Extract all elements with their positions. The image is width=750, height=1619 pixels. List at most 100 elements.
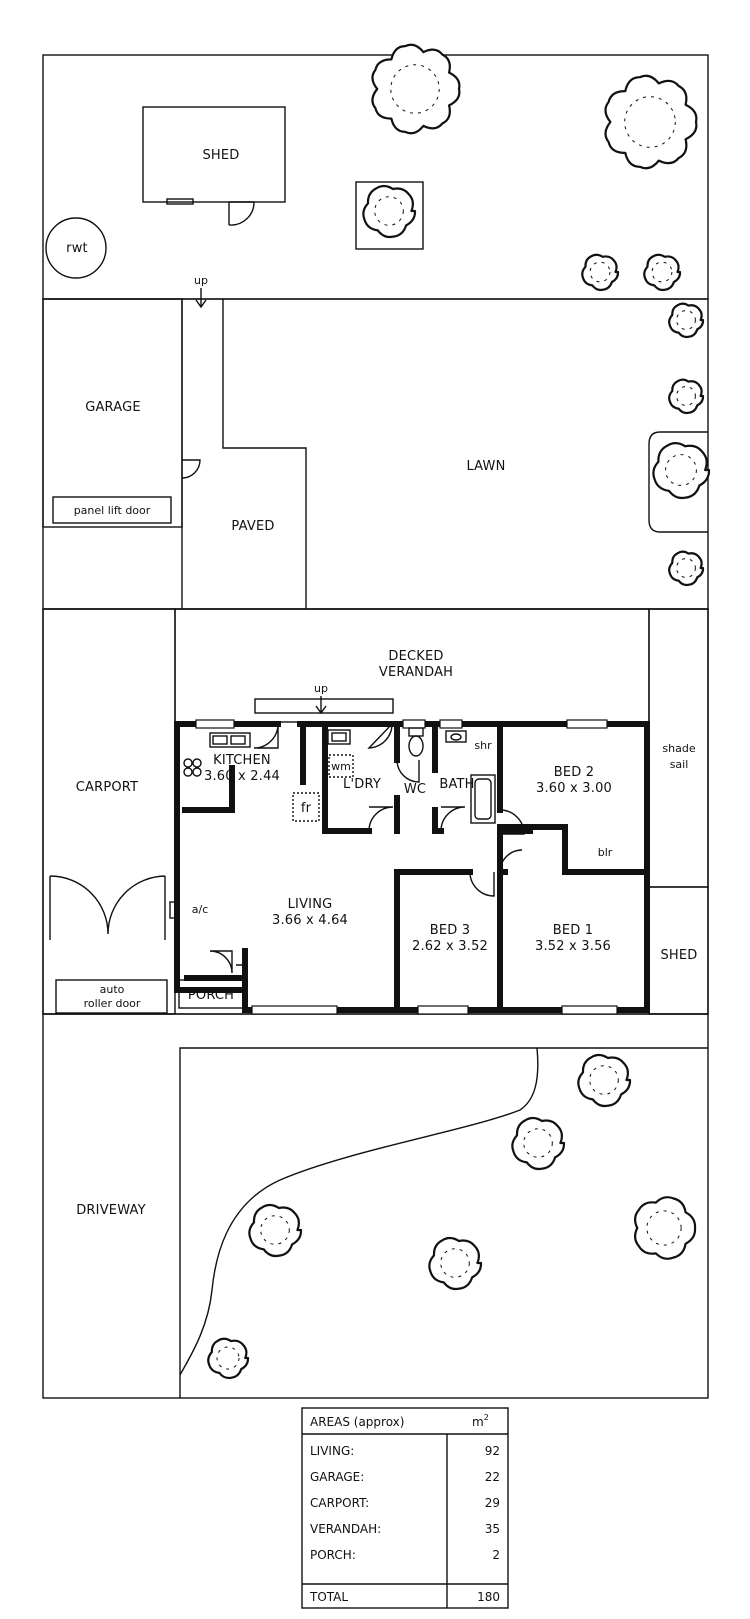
- area-row-value: 22: [485, 1470, 500, 1484]
- side-shed: SHED: [648, 886, 709, 1015]
- tree: [581, 253, 620, 292]
- garage-label: GARAGE: [85, 400, 141, 415]
- areas-unit: m2: [472, 1413, 489, 1429]
- tree: [428, 1236, 483, 1291]
- area-row-label: LIVING:: [310, 1444, 354, 1458]
- auto-roller-door-line1: auto: [100, 983, 125, 996]
- bed1: BED 1 3.52 x 3.56: [535, 923, 611, 954]
- garage: panel lift door GARAGE: [42, 298, 201, 528]
- bed2-dims: 3.60 x 3.00: [536, 781, 612, 796]
- laundry-fixtures: wm L'DRY: [327, 729, 381, 792]
- planter-box: [355, 181, 424, 250]
- house-windows: [195, 719, 618, 1015]
- living: a/c LIVING 3.66 x 4.64: [169, 897, 348, 928]
- tree: [207, 1337, 250, 1380]
- tree-inner: [665, 454, 697, 486]
- tree-inner: [646, 1210, 682, 1246]
- shower-label: shr: [474, 739, 492, 752]
- tree: [371, 43, 461, 135]
- shade-sail-line1: shade: [662, 742, 695, 755]
- kitchen-dims: 3.60 x 2.44: [204, 769, 280, 784]
- area-row-label: GARAGE:: [310, 1470, 364, 1484]
- rainwater-tank: rwt: [45, 217, 107, 279]
- wc-label: WC: [404, 782, 426, 797]
- tree: [248, 1203, 303, 1258]
- tree-inner: [624, 96, 676, 148]
- tree: [643, 253, 682, 292]
- rear-shed: SHED: [142, 106, 286, 226]
- rwt-label: rwt: [66, 241, 88, 256]
- bed3-dims: 2.62 x 3.52: [412, 939, 488, 954]
- driveway-label: DRIVEWAY: [76, 1203, 146, 1218]
- tree: [668, 302, 705, 339]
- tree: [362, 184, 417, 239]
- area-row-value: 92: [485, 1444, 500, 1458]
- raised-garden-bed: [648, 431, 708, 533]
- tree: [511, 1116, 566, 1171]
- fridge-label: fr: [301, 801, 312, 816]
- bed1-dims: 3.52 x 3.56: [535, 939, 611, 954]
- tree: [668, 378, 705, 415]
- bed2-label: BED 2: [554, 765, 595, 780]
- areas-total-label: TOTAL: [309, 1590, 348, 1604]
- area-row-label: PORCH:: [310, 1548, 356, 1562]
- tree: [604, 74, 698, 170]
- porch-label: PORCH: [188, 988, 234, 1003]
- area-row-value: 35: [485, 1522, 500, 1536]
- areas-total-value: 180: [477, 1590, 500, 1604]
- areas-table: AREAS (approx) m2 LIVING: 92 GARAGE: 22 …: [301, 1407, 509, 1609]
- tree-inner: [589, 261, 611, 283]
- porch: PORCH: [178, 979, 244, 1009]
- paved-label: PAVED: [231, 519, 274, 534]
- area-row-label: CARPORT:: [310, 1496, 369, 1510]
- tree-inner: [676, 386, 696, 406]
- tree: [652, 442, 711, 500]
- living-label: LIVING: [288, 897, 333, 912]
- paved-area: PAVED: [181, 299, 307, 609]
- bath-fixtures: BATH shr: [439, 730, 496, 824]
- laundry-label: L'DRY: [343, 777, 381, 792]
- shade-sail-line2: sail: [670, 758, 689, 771]
- bed3: BED 3 2.62 x 3.52: [412, 923, 488, 954]
- up-rear-label: up: [194, 274, 208, 287]
- tree-inner: [676, 558, 696, 578]
- bed2: BED 2 3.60 x 3.00 blr: [536, 765, 613, 859]
- kitchen-label: KITCHEN: [213, 753, 271, 768]
- bed3-label: BED 3: [430, 923, 471, 938]
- kitchen-fixtures: KITCHEN 3.60 x 2.44 fr: [183, 732, 320, 822]
- washing-machine-label: wm: [331, 760, 351, 773]
- areas-title: AREAS (approx): [310, 1415, 404, 1429]
- tree-inner: [676, 310, 696, 330]
- decked-verandah: DECKED VERANDAH up: [174, 608, 650, 723]
- auto-roller-door-line2: roller door: [84, 997, 141, 1010]
- trees: [207, 43, 711, 1380]
- tree-inner: [651, 261, 673, 283]
- verandah-label-line2: VERANDAH: [379, 665, 453, 680]
- tree-inner: [216, 1346, 240, 1370]
- living-dims: 3.66 x 4.64: [272, 913, 348, 928]
- area-row-value: 29: [485, 1496, 500, 1510]
- blr-label: blr: [598, 846, 613, 859]
- area-row-label: VERANDAH:: [310, 1522, 381, 1536]
- tree-inner: [523, 1128, 553, 1158]
- carport: CARPORT auto roller door: [42, 608, 176, 1015]
- rear-shed-label: SHED: [202, 148, 239, 163]
- lawn-label: LAWN: [466, 459, 505, 474]
- tree: [577, 1053, 632, 1108]
- tree: [634, 1196, 697, 1260]
- front-garden: DRIVEWAY: [76, 1047, 708, 1398]
- carport-label: CARPORT: [76, 780, 139, 795]
- tree-inner: [440, 1248, 470, 1278]
- ac-label: a/c: [192, 903, 209, 916]
- tree-inner: [390, 64, 440, 114]
- area-row-value: 2: [492, 1548, 500, 1562]
- tree: [668, 550, 705, 587]
- bed1-label: BED 1: [553, 923, 594, 938]
- up-verandah-label: up: [314, 682, 328, 695]
- bath-label: BATH: [439, 777, 474, 792]
- door-swings: [209, 723, 525, 974]
- up-arrow-rear: up: [194, 274, 208, 309]
- tree-inner: [374, 196, 404, 226]
- tree-inner: [260, 1215, 290, 1245]
